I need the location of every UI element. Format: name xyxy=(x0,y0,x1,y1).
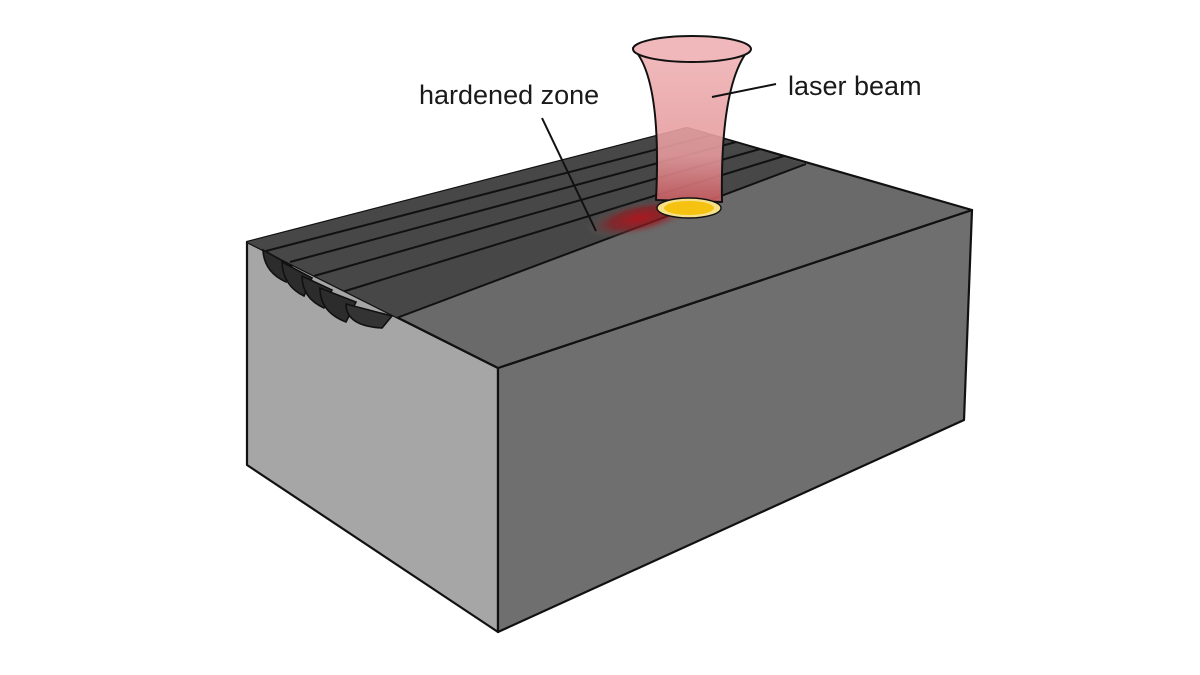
track-end-cap-4 xyxy=(319,286,358,324)
laser-beam-leader-line xyxy=(711,83,777,98)
hardened-zone-label: hardened zone xyxy=(419,80,599,110)
track-line-5 xyxy=(385,163,807,323)
track-end-caps xyxy=(262,248,394,329)
block-top-face xyxy=(245,126,974,370)
laser-beam-label: laser beam xyxy=(788,71,922,101)
laser-spot xyxy=(664,201,714,215)
laser-beam-cone xyxy=(632,47,751,203)
steel-block xyxy=(245,126,974,634)
track-line-1 xyxy=(265,134,713,252)
laser-beam-top xyxy=(632,35,752,63)
track-end-cap-5 xyxy=(345,302,394,329)
hardened-zone-leader-line xyxy=(541,117,597,232)
